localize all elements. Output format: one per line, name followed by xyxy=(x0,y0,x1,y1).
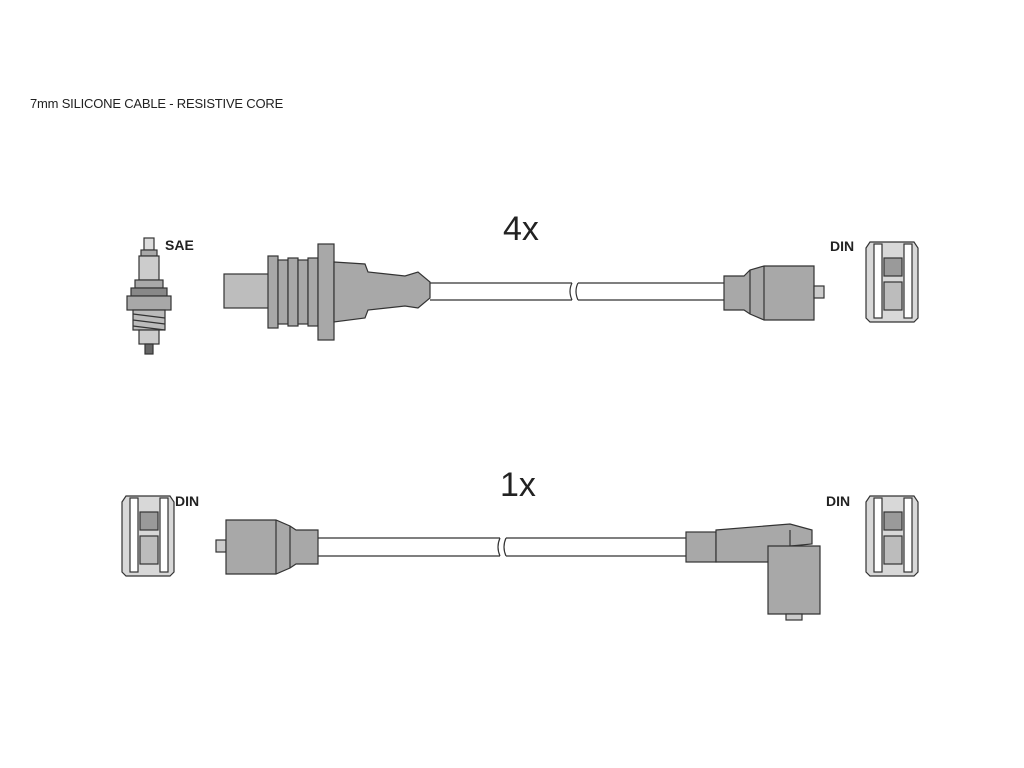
din-label-bottom-right: DIN xyxy=(826,493,851,509)
din-label-bottom-left: DIN xyxy=(175,493,200,509)
quantity-1x: 1x xyxy=(500,466,536,504)
din-socket-icon-bottom-right xyxy=(865,495,919,577)
din-end-connector-row2-left xyxy=(215,519,319,575)
plug-boot-connector xyxy=(223,243,431,341)
quantity-4x: 4x xyxy=(503,210,539,248)
cable-row2 xyxy=(318,537,686,557)
din-label-top-right: DIN xyxy=(830,238,855,254)
spark-plug-icon xyxy=(126,237,172,355)
diagram-title: 7mm SILICONE CABLE - RESISTIVE CORE xyxy=(30,96,284,111)
din-end-connector-row1 xyxy=(723,265,825,321)
sae-label: SAE xyxy=(165,237,194,253)
din-socket-icon-top-right xyxy=(865,241,919,323)
cable-row1 xyxy=(430,282,724,301)
din-socket-icon-bottom-left xyxy=(121,495,175,577)
angled-coil-connector xyxy=(685,523,821,621)
